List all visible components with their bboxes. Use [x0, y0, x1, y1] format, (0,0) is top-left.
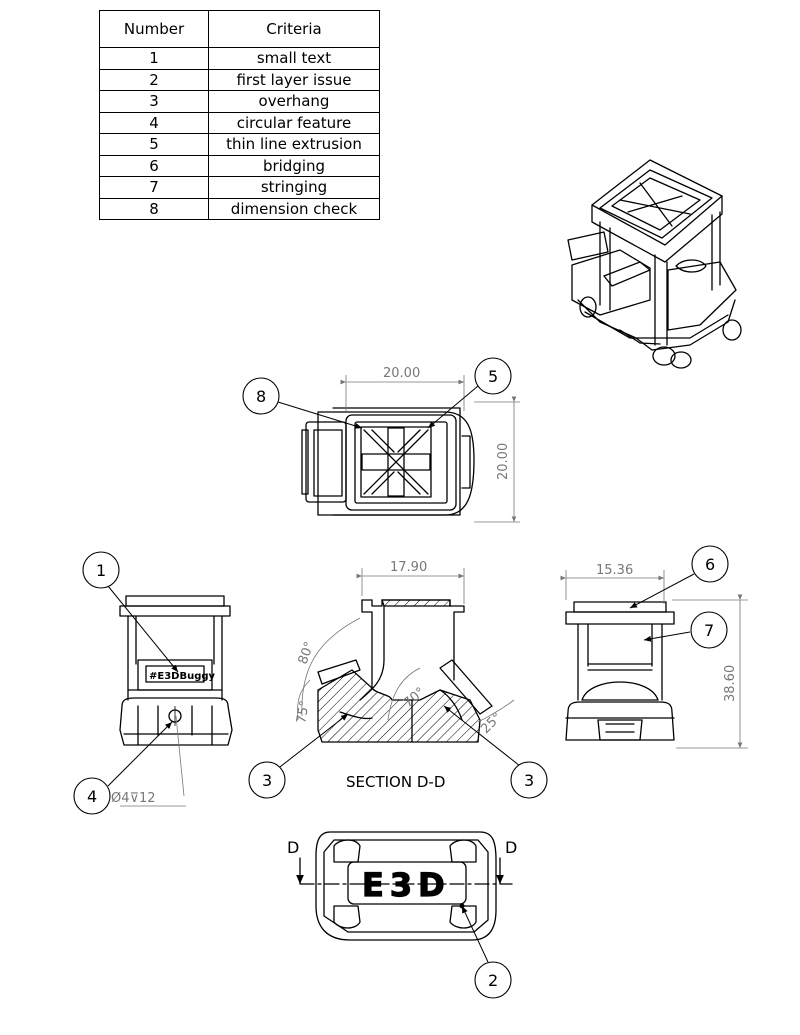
- cut-label-left: D: [287, 838, 299, 857]
- dim-top-width: 20.00: [383, 366, 420, 381]
- table-row: 5 thin line extrusion: [100, 134, 379, 156]
- cell-criteria: dimension check: [230, 199, 358, 218]
- balloon-2: 2: [474, 961, 512, 999]
- cell-criteria: overhang: [258, 92, 330, 111]
- dim-section-width: 17.90: [390, 560, 427, 575]
- table-row: 4 circular feature: [100, 112, 379, 134]
- section-view: 17.90 80° 75° 70° 25° SECTION D-D: [294, 560, 515, 791]
- balloon-7: 7: [690, 611, 728, 649]
- dim-top-height: 20.00: [496, 443, 511, 480]
- section-title: SECTION D-D: [346, 773, 445, 791]
- balloon-8-text: 8: [256, 387, 266, 406]
- dim-right-height: 38.60: [723, 665, 738, 702]
- cell-number: 1: [100, 48, 209, 69]
- cell-number: 3: [100, 91, 209, 112]
- engraved-tag-text: #E3DBuggy: [149, 671, 216, 682]
- cell-criteria: thin line extrusion: [226, 135, 362, 154]
- cell-number: 5: [100, 134, 209, 155]
- table-row: 6 bridging: [100, 155, 379, 177]
- balloon-3-right-text: 3: [524, 771, 534, 790]
- logo-text: E3D: [362, 866, 451, 904]
- balloon-6: 6: [691, 545, 729, 583]
- balloon-6-text: 6: [705, 555, 715, 574]
- bottom-view: E3D D D: [287, 831, 517, 941]
- cell-criteria: first layer issue: [236, 70, 352, 89]
- angle-80: 80°: [296, 640, 318, 667]
- balloon-5-text: 5: [488, 367, 498, 386]
- cell-number: 7: [100, 177, 209, 198]
- balloon-2-text: 2: [488, 971, 498, 990]
- table-row: 7 stringing: [100, 177, 379, 199]
- header-criteria: Criteria: [266, 20, 322, 38]
- top-view: 20.00 20.00: [301, 366, 520, 523]
- criteria-table: Number Criteria 1 small text 2 first layer …: [99, 10, 380, 220]
- cell-number: 8: [100, 198, 209, 219]
- hole-callout: Ø4⊽12: [111, 791, 156, 806]
- balloon-4-text: 4: [87, 787, 97, 806]
- balloon-4: 4: [73, 777, 111, 815]
- balloon-1: 1: [82, 551, 120, 589]
- balloon-7-text: 7: [704, 621, 714, 640]
- table-row: 3 overhang: [100, 91, 379, 113]
- right-view: 15.36 38.60: [560, 563, 748, 749]
- criteria-table-body: 1 small text 2 first layer issue 3 overhang 4 c…: [100, 48, 379, 219]
- balloon-8: 8: [242, 377, 280, 415]
- leaders: Ø4⊽12: [107, 385, 695, 963]
- cut-label-right: D: [505, 838, 517, 857]
- cell-number: 2: [100, 69, 209, 90]
- angle-75: 75°: [294, 699, 313, 724]
- cell-criteria: stringing: [260, 178, 328, 197]
- front-view: #E3DBuggy: [119, 595, 233, 746]
- dim-right-width: 15.36: [596, 563, 633, 578]
- balloon-3-left-text: 3: [262, 771, 272, 790]
- cell-criteria: bridging: [262, 156, 326, 175]
- cell-number: 4: [100, 112, 209, 133]
- cell-criteria: small text: [256, 49, 332, 68]
- cell-criteria: circular feature: [236, 113, 352, 132]
- cell-number: 6: [100, 155, 209, 176]
- balloon-3-right: 3: [510, 761, 548, 799]
- table-row: 8 dimension check: [100, 198, 379, 219]
- balloon-1-text: 1: [96, 561, 106, 580]
- balloon-3-left: 3: [248, 761, 286, 799]
- balloon-5: 5: [474, 357, 512, 395]
- isometric-view: [567, 159, 742, 369]
- table-row: 1 small text: [100, 48, 379, 70]
- header-number: Number: [100, 11, 209, 47]
- angle-25: 25°: [478, 710, 505, 737]
- table-row: 2 first layer issue: [100, 69, 379, 91]
- criteria-table-header: Number Criteria: [100, 11, 379, 48]
